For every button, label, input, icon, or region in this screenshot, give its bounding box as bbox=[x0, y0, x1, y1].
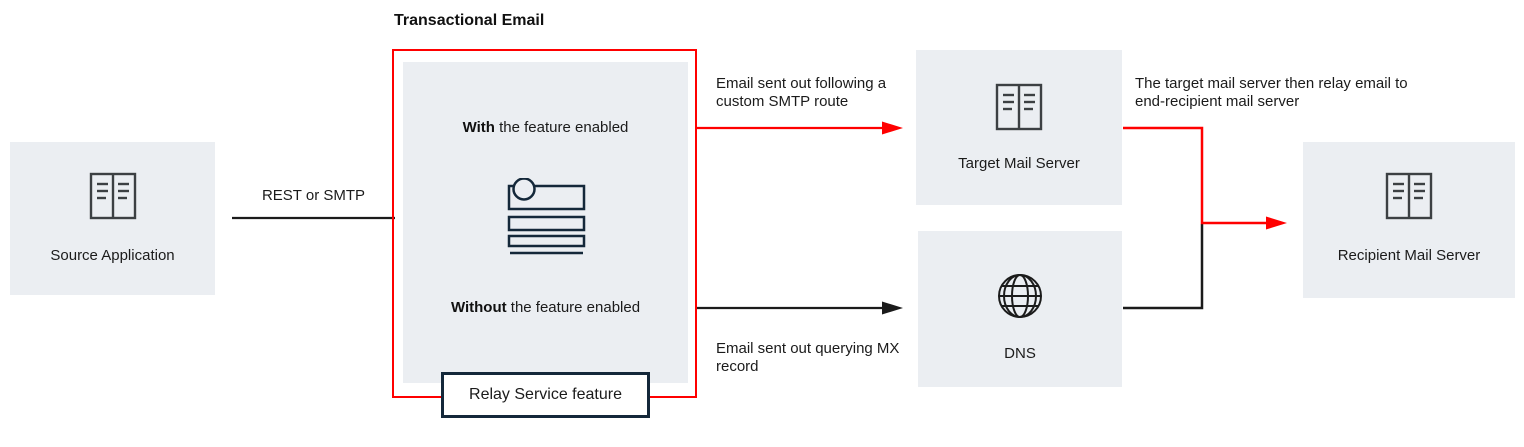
with-feature-label: With the feature enabled bbox=[462, 119, 629, 136]
node-recipient-mail-server: Recipient Mail Server bbox=[1303, 142, 1515, 298]
edge-label-mx-record: Email sent out querying MX record bbox=[716, 340, 900, 375]
relay-service-feature-label: Relay Service feature bbox=[441, 372, 650, 418]
node-label: DNS bbox=[1004, 345, 1036, 362]
edge-label-rest-or-smtp: REST or SMTP bbox=[261, 187, 366, 204]
edge-target-to-recipient-arrowhead bbox=[1266, 216, 1287, 230]
edge-label-custom-smtp-route: Email sent out following a custom SMTP r… bbox=[716, 75, 887, 110]
server-icon bbox=[1385, 172, 1433, 220]
node-source-application: Source Application bbox=[10, 142, 215, 295]
node-dns: DNS bbox=[918, 231, 1122, 387]
node-label: Source Application bbox=[50, 247, 175, 264]
edge-relay-to-dns-arrowhead bbox=[882, 301, 903, 315]
node-label: Target Mail Server bbox=[958, 155, 1080, 172]
without-feature-label: Without the feature enabled bbox=[450, 299, 641, 316]
edge-relay-to-target-arrowhead bbox=[882, 121, 903, 135]
page-title: Transactional Email bbox=[394, 12, 545, 29]
relay-service-inner-box: With the feature enabled Without the fea… bbox=[403, 62, 688, 383]
form-icon bbox=[507, 177, 585, 255]
form-icon-wrap bbox=[506, 177, 586, 261]
globe-icon bbox=[998, 274, 1042, 318]
node-label: Recipient Mail Server bbox=[1337, 247, 1481, 264]
server-icon bbox=[89, 172, 136, 220]
edge-dns-to-junction-line bbox=[1123, 224, 1204, 310]
node-target-mail-server: Target Mail Server bbox=[916, 50, 1122, 205]
server-icon bbox=[995, 83, 1043, 131]
edge-target-to-recipient-line bbox=[1123, 126, 1266, 225]
edge-label-target-relay-info: The target mail server then relay email … bbox=[1135, 75, 1408, 110]
